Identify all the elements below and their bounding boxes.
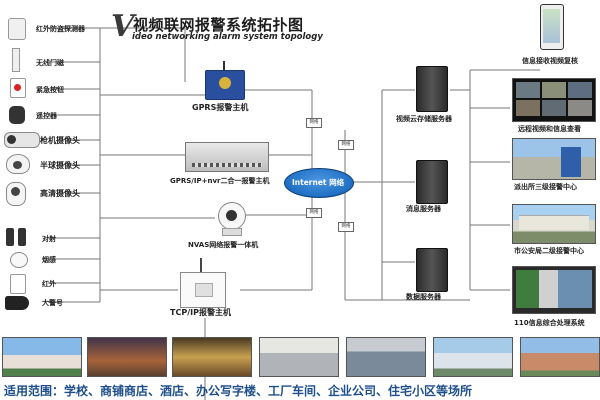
label-panic-button: 紧急按钮 [36,86,64,94]
infrared-sensor-icon [10,274,26,294]
net-badge: 网络 [306,208,322,218]
hotel-photo [172,337,252,377]
info-system-monitor-image [512,266,596,314]
label-city-police: 市公安局二级接警中心 [514,247,584,255]
label-storage-server: 视频云存储服务器 [396,115,452,123]
office-photo [259,337,339,377]
scope-text: 适用范围：学校、商铺商店、酒店、办公写字楼、工厂车间、企业公司、住宅小区等场所 [4,384,473,398]
internet-cloud-icon [284,168,354,198]
remote-control-icon [9,106,25,124]
police-station-image [512,138,596,180]
label-video-review: 信息接收视频复核 [522,57,578,65]
phone-screen-image [540,4,564,50]
label-data-server: 数据服务器 [406,293,441,301]
net-badge: 网络 [338,140,354,150]
factory-photo [346,337,426,377]
bullet-camera-icon [4,132,40,148]
dome-camera-icon [6,154,30,174]
label-siren: 大警号 [42,299,63,307]
company-photo [433,337,513,377]
label-beam-sensor: 对射 [42,235,56,243]
label-smoke-detector: 烟感 [42,256,56,264]
label-nvr-host: GPRS/IP+nvr二合一报警主机 [170,177,270,185]
label-hd-camera: 高清摄像头 [40,189,80,198]
label-gprs-host: GPRS报警主机 [192,103,249,112]
gprs-alarm-host-icon [205,61,245,100]
label-tcpip-host: TCP/IP报警主机 [170,308,231,317]
label-message-server: 消息服务器 [406,205,441,213]
tcpip-antenna [200,258,202,272]
tcpip-alarm-host-icon [180,272,226,308]
remote-view-monitor-image [512,78,596,122]
label-nvas: NVAS网络报警一体机 [188,241,259,249]
shop-street-photo [87,337,167,377]
hd-camera-icon [6,182,26,206]
siren-icon [5,296,29,310]
title-chinese: 视频联网报警系统拓扑图 [133,16,304,34]
label-remote-view: 远程视频和信息查看 [518,125,581,133]
title-english: ideo networking alarm system topology [132,32,323,42]
label-door-sensor: 无线门磁 [36,59,64,67]
city-police-image [512,204,596,244]
title-logo: V [111,9,135,44]
nvr-alarm-host-icon [185,142,269,172]
data-server-icon [416,248,448,292]
smoke-detector-icon [10,252,28,268]
residential-photo [520,337,600,377]
panic-button-icon [10,78,26,98]
message-server-icon [416,160,448,204]
label-police-station: 派出所三级接警中心 [514,183,577,191]
cloud-storage-server-icon [416,66,448,112]
label-bullet-camera: 枪机摄像头 [40,136,80,145]
label-dome-camera: 半球摄像头 [40,161,80,170]
school-photo [2,337,82,377]
net-badge: 网络 [338,222,354,232]
label-infrared: 红外 [42,280,56,288]
net-badge: 网络 [306,118,322,128]
nvas-camera-icon [218,202,246,230]
nvas-camera-base [222,228,242,236]
label-remote-control: 遥控器 [36,112,57,120]
beam-sensor-icon [6,228,28,246]
label-pir-detector: 红外防盗探测器 [36,25,85,33]
label-info-system: 110信息综合处理系统 [514,319,585,327]
pir-detector-icon [8,18,26,40]
internet-label: Internet 网络 [292,178,345,187]
door-sensor-icon [12,48,20,72]
